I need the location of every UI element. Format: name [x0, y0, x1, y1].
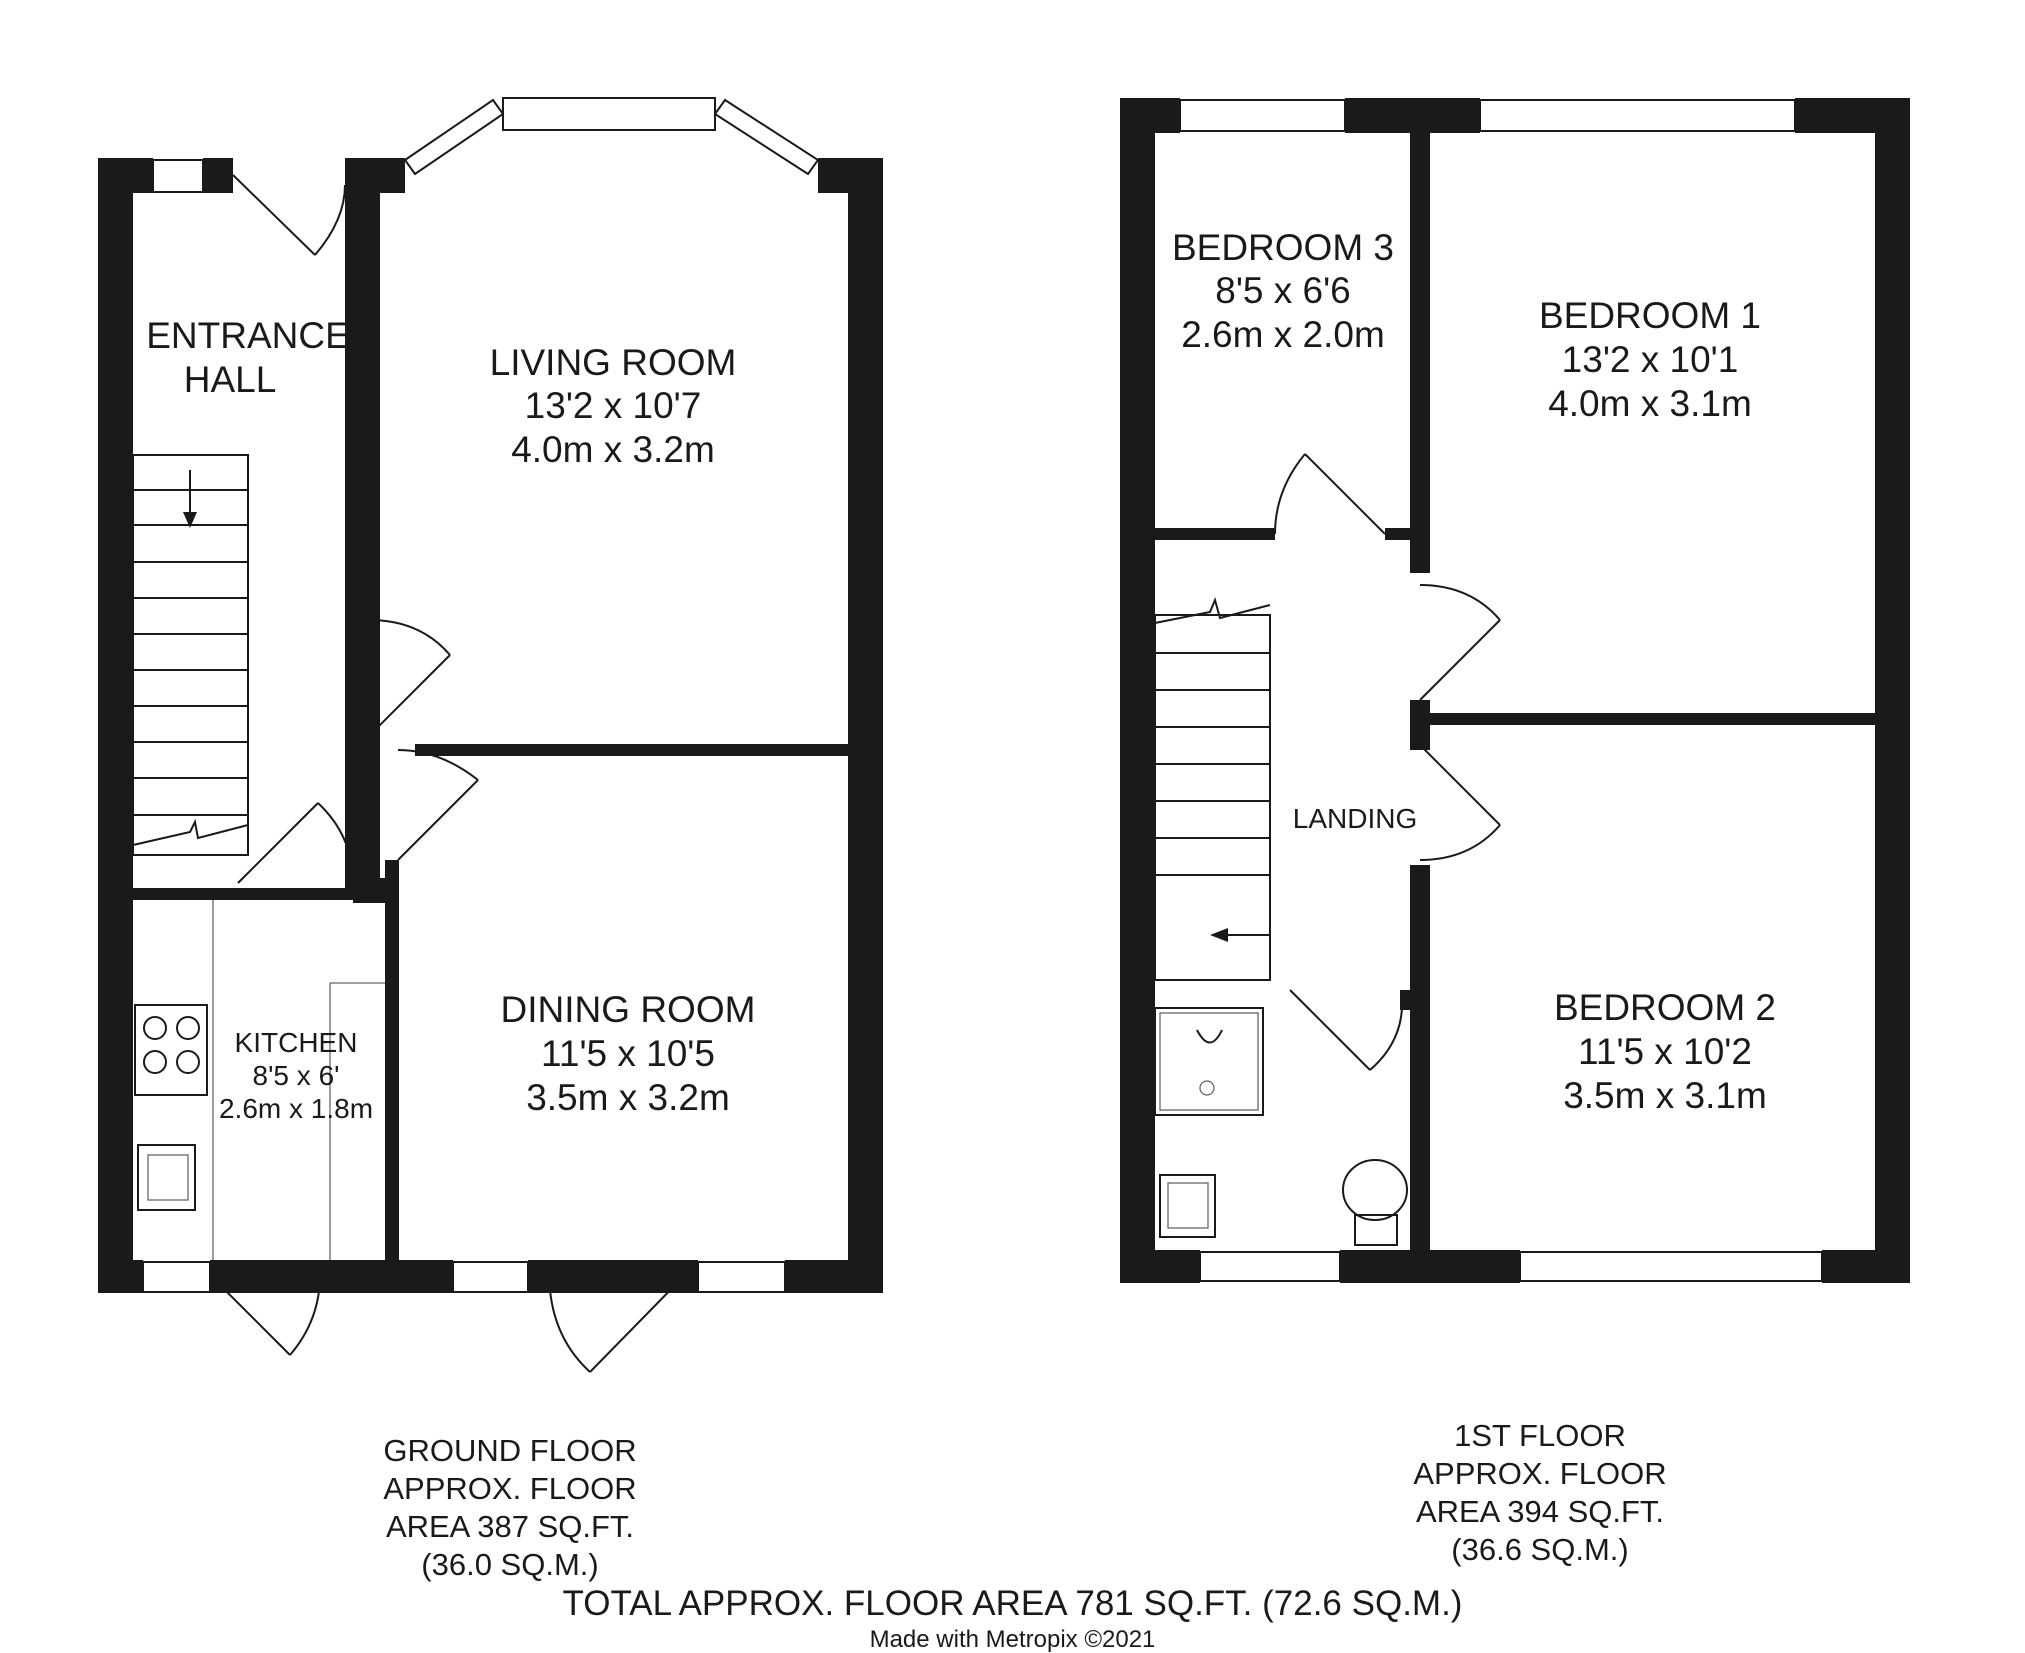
- entrance-hall-name-line1: ENTRANCE: [146, 315, 350, 356]
- ff-west-wall: [1120, 98, 1155, 1283]
- bedroom1-metric: 4.0m x 3.1m: [1548, 383, 1752, 424]
- ground-floor-caption: GROUND FLOOR APPROX. FLOOR AREA 387 SQ.F…: [330, 1432, 690, 1584]
- first-floor-caption-line2: APPROX. FLOOR: [1413, 1456, 1667, 1491]
- bedroom2-metric: 3.5m x 3.1m: [1563, 1075, 1767, 1116]
- basin-icon: [1159, 1174, 1216, 1238]
- dining-window-right: [697, 1261, 786, 1293]
- first-floor-caption-line1: 1ST FLOOR: [1454, 1418, 1626, 1453]
- living-room-door: [369, 619, 451, 736]
- ground-floor-plan: ENTRANCE HALL LIVING ROOM 13'2 x 10'7 4.…: [98, 97, 883, 1373]
- bedroom1-name: BEDROOM 1: [1539, 295, 1761, 336]
- metropix-credit: Made with Metropix ©2021: [869, 1626, 1156, 1653]
- first-floor-caption-line3: AREA 394 SQ.FT.: [1415, 1494, 1665, 1529]
- hall-window: [152, 159, 204, 193]
- bedroom3-bedroom1-wall: [1410, 133, 1430, 573]
- bedroom2-imperial: 11'5 x 10'2: [1578, 1031, 1752, 1072]
- bedroom2-window: [1519, 1251, 1823, 1282]
- bedroom1-imperial: 13'2 x 10'1: [1562, 339, 1739, 380]
- first-floor-caption: 1ST FLOOR APPROX. FLOOR AREA 394 SQ.FT. …: [1360, 1417, 1720, 1569]
- east-wall: [848, 158, 883, 1293]
- bedroom1-door: [1419, 584, 1501, 701]
- bathroom-fittings: [1154, 1007, 1408, 1246]
- entrance-hall-name-line2: HALL: [184, 359, 277, 400]
- bedroom2-name: BEDROOM 2: [1554, 987, 1776, 1028]
- dining-room-metric: 3.5m x 3.2m: [526, 1077, 730, 1118]
- toilet-icon: [1342, 1159, 1408, 1221]
- ground-floor-caption-line2: APPROX. FLOOR: [383, 1471, 637, 1506]
- ground-floor-caption-line4: (36.0 SQ.M.): [421, 1547, 599, 1582]
- living-bay-window-left: [403, 98, 505, 176]
- living-room-name: LIVING ROOM: [490, 342, 737, 383]
- bedroom2-door: [1419, 744, 1501, 861]
- kitchen-metric: 2.6m x 1.8m: [219, 1093, 373, 1124]
- living-bay-window-right: [713, 98, 820, 176]
- west-wall: [98, 158, 133, 1293]
- kitchen-door: [237, 802, 354, 884]
- bedroom1-bedroom2-wall: [1430, 713, 1875, 725]
- landing-name: LANDING: [1293, 803, 1417, 834]
- bedroom3-window: [1179, 99, 1346, 132]
- bathroom-door: [1289, 989, 1404, 1071]
- ground-floor-caption-line1: GROUND FLOOR: [383, 1433, 637, 1468]
- hall-living-wall: [345, 158, 380, 898]
- ff-east-wall: [1875, 98, 1910, 1283]
- living-dining-divider: [415, 744, 848, 756]
- first-floor-caption-line4: (36.6 SQ.M.): [1451, 1532, 1629, 1567]
- total-floor-area: TOTAL APPROX. FLOOR AREA 781 SQ.FT. (72.…: [562, 1584, 1463, 1623]
- bathroom-window: [1199, 1251, 1341, 1282]
- bedroom3-metric: 2.6m x 2.0m: [1181, 314, 1385, 355]
- kitchen-back-door: [209, 1274, 321, 1356]
- landing-bedroom2-wall: [1410, 865, 1430, 1283]
- dining-room-name: DINING ROOM: [501, 989, 756, 1030]
- kitchen-imperial: 8'5 x 6': [253, 1060, 340, 1091]
- dining-room-door: [397, 749, 479, 861]
- kitchen-window: [142, 1261, 211, 1293]
- first-floor-plan: BEDROOM 3 8'5 x 6'6 2.6m x 2.0m BEDROOM …: [1120, 98, 1910, 1283]
- kitchen-sink-icon: [137, 1144, 196, 1211]
- dining-patio-door: [549, 1274, 686, 1373]
- bedroom1-window: [1479, 99, 1796, 132]
- kitchen-dining-wall: [385, 860, 399, 1260]
- living-room-metric: 4.0m x 3.2m: [511, 429, 715, 470]
- ground-stairs: [132, 454, 249, 856]
- first-floor-stairs: [1154, 596, 1271, 981]
- living-bay-window-center: [502, 97, 716, 131]
- hob-icon: [134, 1004, 208, 1096]
- ground-floor-caption-line3: AREA 387 SQ.FT.: [385, 1509, 635, 1544]
- bedroom3-imperial: 8'5 x 6'6: [1215, 270, 1351, 311]
- bedroom3-door: [1274, 453, 1386, 535]
- bedroom3-name: BEDROOM 3: [1172, 227, 1394, 268]
- dining-window-left: [452, 1261, 529, 1293]
- shower-head-icon: [1196, 1029, 1223, 1044]
- shower-icon: [1154, 1007, 1264, 1116]
- kitchen-name: KITCHEN: [235, 1027, 358, 1058]
- dining-room-imperial: 11'5 x 10'5: [541, 1033, 715, 1074]
- living-room-imperial: 13'2 x 10'7: [525, 385, 702, 426]
- front-door: [232, 174, 346, 256]
- kitchen-fittings: [134, 900, 385, 1260]
